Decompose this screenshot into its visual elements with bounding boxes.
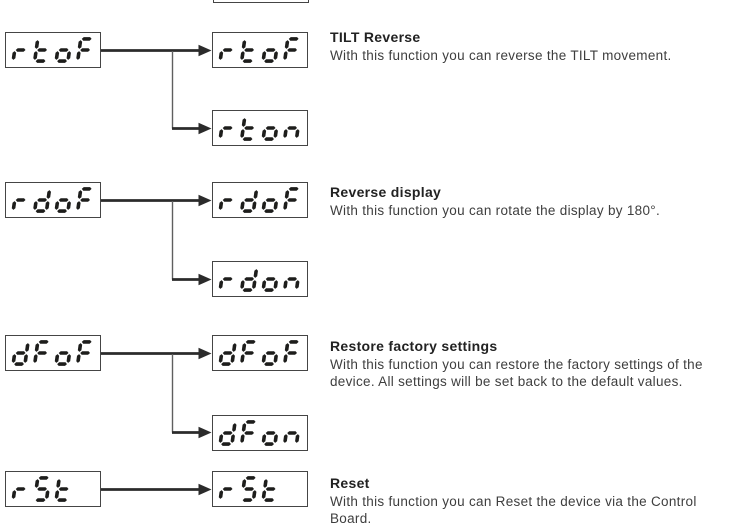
function-description-reverse-display: With this function you can rotate the di… — [330, 203, 661, 218]
function-title-reverse-display: Reverse display — [330, 184, 442, 200]
function-description-reset: With this function you can Reset the dev… — [330, 494, 697, 526]
arrow-row2-main — [101, 194, 212, 207]
display-rtof-option-off — [212, 32, 308, 68]
arrow-row2-branch — [171, 201, 212, 286]
display-rdon-option-on — [212, 261, 308, 297]
arrow-row4-main — [101, 483, 212, 496]
display-rtof-menu — [5, 32, 101, 68]
display-rst-option — [212, 471, 308, 507]
display-rton-option-on — [212, 110, 308, 146]
function-description-tilt-reverse: With this function you can reverse the T… — [330, 48, 672, 63]
display-dfof-menu — [5, 335, 101, 371]
arrow-row1-main — [101, 44, 212, 57]
display-rdof-menu — [5, 182, 101, 218]
arrow-row3-branch — [171, 354, 212, 439]
display-dfon-option-on — [212, 415, 308, 451]
arrow-row3-main — [101, 347, 212, 360]
arrow-row1-branch — [171, 51, 212, 135]
function-title-reset: Reset — [330, 475, 370, 491]
display-rst-menu — [5, 471, 101, 507]
seven-segment-display-partial — [213, 0, 309, 3]
function-title-tilt-reverse: TILT Reverse — [330, 29, 421, 45]
display-rdof-option-off — [212, 182, 308, 218]
display-dfof-option-off — [212, 335, 308, 371]
function-title-restore-factory: Restore factory settings — [330, 338, 498, 354]
function-description-restore-factory: With this function you can restore the f… — [330, 357, 703, 389]
